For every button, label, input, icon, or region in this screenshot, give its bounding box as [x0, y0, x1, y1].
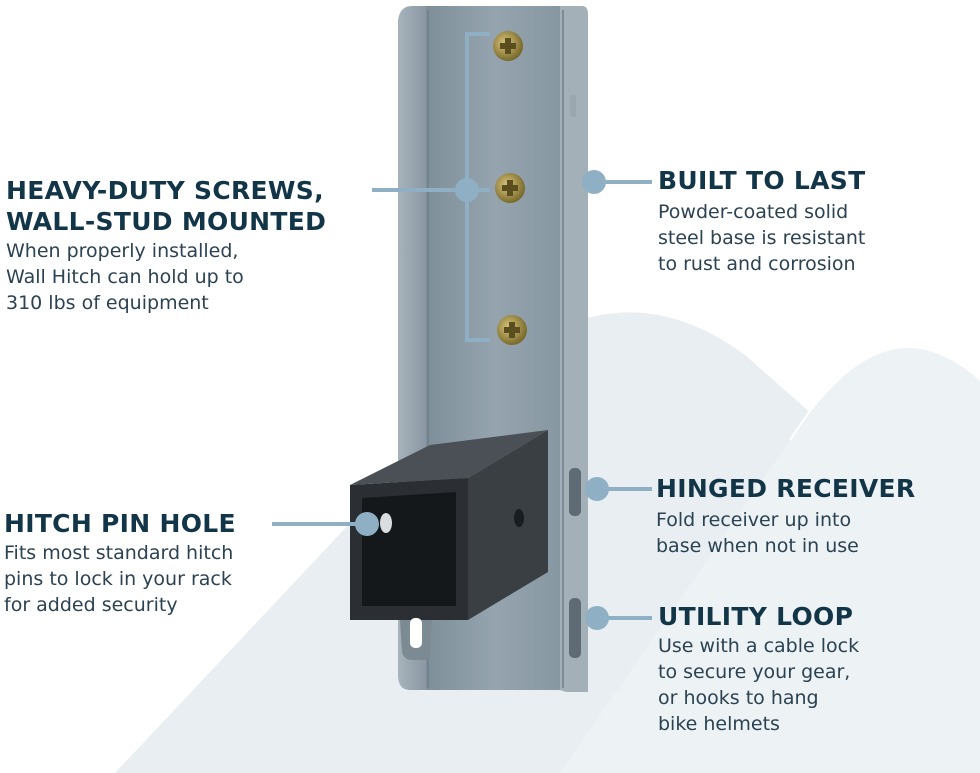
receiver-opening: [362, 492, 456, 606]
callout-hinge-title: HINGED RECEIVER: [656, 474, 916, 503]
receiver-side: [468, 430, 548, 620]
callout-hinge-desc-1: Fold receiver up into: [656, 509, 852, 531]
callout-screws-title-2: WALL-STUD MOUNTED: [6, 207, 327, 236]
callout-screws-desc-1: When properly installed,: [6, 240, 239, 262]
callout-built-desc-3: to rust and corrosion: [658, 253, 856, 275]
callout-screws-desc-2: Wall Hitch can hold up to: [6, 266, 244, 288]
callout-loop-desc-3: or hooks to hang: [658, 687, 819, 709]
callout-pin: HITCH PIN HOLE Fits most standard hitch …: [4, 509, 236, 618]
callout-hinge: HINGED RECEIVER Fold receiver up into ba…: [656, 474, 915, 559]
receiver-top: [350, 430, 548, 485]
hitch-pin-hole-side: [514, 509, 524, 527]
utility-loop-slot: [569, 598, 581, 658]
screw-top: [493, 31, 523, 61]
bracket-right-flange: [560, 6, 588, 692]
hitch-receiver: [350, 430, 548, 660]
callout-pin-desc-1: Fits most standard hitch: [4, 542, 234, 564]
screw-bottom: [497, 315, 527, 345]
callout-pin-desc-2: pins to lock in your rack: [4, 568, 232, 590]
callout-hinge-desc-2: base when not in use: [656, 535, 859, 557]
callout-loop-desc-2: to secure your gear,: [658, 661, 851, 683]
callout-built-title: BUILT TO LAST: [658, 166, 866, 195]
callout-built-desc-1: Powder-coated solid: [658, 201, 849, 223]
callout-loop-title: UTILITY LOOP: [658, 602, 854, 631]
callout-pin-title: HITCH PIN HOLE: [4, 509, 236, 538]
mountain-small: [560, 346, 980, 773]
callout-loop: UTILITY LOOP Use with a cable lock to se…: [658, 602, 859, 737]
callout-connectors: [272, 32, 652, 630]
callout-pin-desc-3: for added security: [4, 594, 178, 616]
callout-loop-desc-1: Use with a cable lock: [658, 635, 860, 657]
callout-screws-title-1: HEAVY-DUTY SCREWS,: [6, 176, 324, 205]
hitch-pin-hole: [380, 513, 392, 533]
mountain-ridge-line: [789, 345, 980, 441]
pin-pointer-dot: [355, 512, 379, 536]
small-mark: [570, 95, 576, 117]
screw-pointer-dot: [455, 178, 479, 202]
callout-built: BUILT TO LAST Powder-coated solid steel …: [658, 166, 865, 277]
screw-middle: [495, 173, 525, 203]
receiver-tab-slot: [410, 618, 422, 648]
hinge-slot: [569, 468, 581, 516]
callout-screws: HEAVY-DUTY SCREWS, WALL-STUD MOUNTED Whe…: [6, 176, 326, 316]
callout-screws-desc-3: 310 lbs of equipment: [6, 292, 209, 314]
callout-built-desc-2: steel base is resistant: [658, 227, 866, 249]
callout-loop-desc-4: bike helmets: [658, 713, 780, 735]
wall-bracket: [350, 6, 588, 692]
